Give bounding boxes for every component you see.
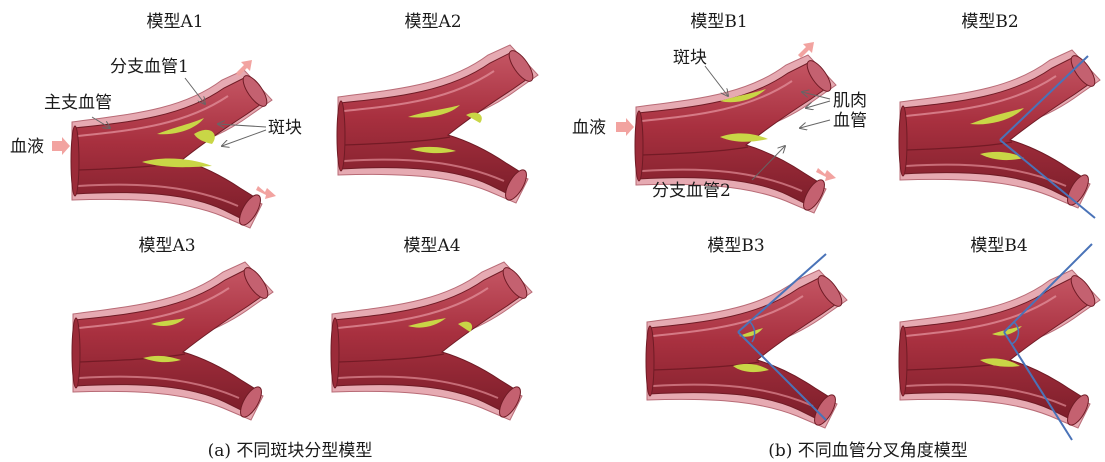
leader-line — [705, 66, 728, 96]
panel-b2: 模型B2 — [899, 12, 1100, 218]
panel-b4: 模型B4 — [899, 236, 1100, 440]
panel-a1-title: 模型A1 — [146, 12, 203, 32]
label-vessel: 血管 — [833, 111, 867, 131]
panel-b1-title: 模型B1 — [690, 12, 747, 32]
panel-b3-title: 模型B3 — [707, 236, 764, 256]
label-muscle: 肌肉 — [833, 91, 867, 111]
panel-b3: 模型B3 — [646, 236, 847, 428]
caption-b: (b) 不同血管分叉角度模型 — [768, 441, 968, 461]
label-blood: 血液 — [572, 118, 606, 138]
leader-line — [800, 120, 830, 128]
label-blood: 血液 — [10, 137, 44, 157]
vessel-model-a2 — [337, 45, 538, 203]
vessel-model-b3 — [646, 270, 847, 428]
panel-b2-title: 模型B2 — [961, 12, 1018, 32]
panel-b1: 模型B1 血液 斑块 肌肉 血管 分支血管2 — [572, 12, 867, 213]
leader-line — [222, 130, 266, 146]
panel-b4-title: 模型B4 — [970, 236, 1027, 256]
flow-arrow-icon — [616, 118, 634, 136]
panel-a4-title: 模型A4 — [403, 236, 460, 256]
caption-a: (a) 不同斑块分型模型 — [208, 441, 373, 461]
panel-a3-title: 模型A3 — [138, 236, 195, 256]
label-main-vessel: 主支血管 — [44, 93, 112, 113]
vessel-model-a4 — [331, 262, 532, 420]
label-branch-vessel-1: 分支血管1 — [110, 57, 189, 77]
panel-a2-title: 模型A2 — [404, 12, 461, 32]
vessel-model-b4 — [899, 270, 1100, 428]
label-branch-vessel-2: 分支血管2 — [652, 181, 731, 201]
label-plaque: 斑块 — [268, 118, 302, 138]
panel-a4: 模型A4 — [331, 236, 532, 420]
label-plaque: 斑块 — [673, 48, 707, 68]
panel-a1: 模型A1 血液 主支血管 分支血管1 斑块 — [10, 12, 302, 228]
panel-a2: 模型A2 — [337, 12, 538, 203]
panel-a3: 模型A3 — [72, 236, 273, 420]
flow-arrow-icon — [816, 168, 836, 181]
vessel-model-a3 — [72, 262, 273, 420]
flow-arrow-icon — [52, 137, 70, 155]
